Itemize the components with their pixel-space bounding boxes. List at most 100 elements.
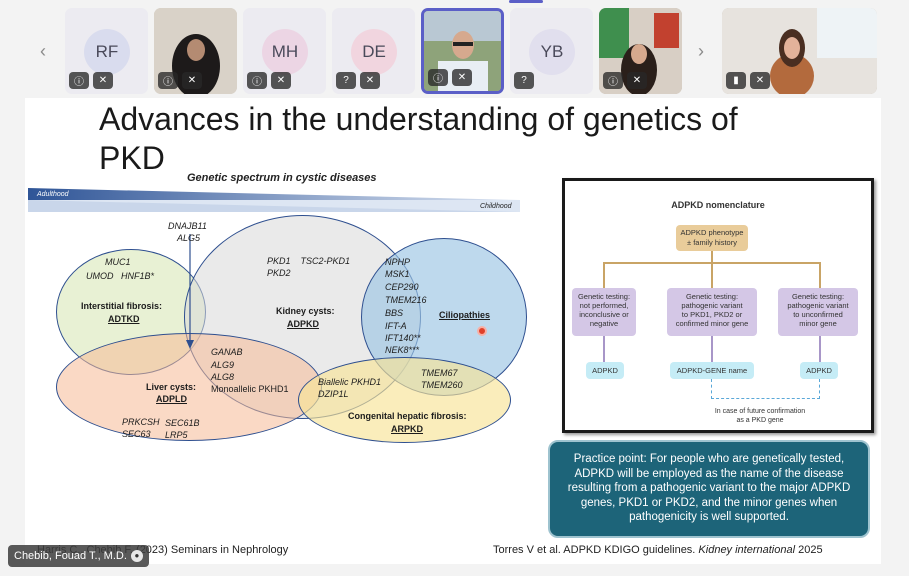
participant-info-icon[interactable]: ⓘ (247, 72, 267, 89)
participant-tile-speaker[interactable]: ⓘ✕ (421, 8, 504, 94)
mic-muted-icon: ✕ (271, 72, 291, 89)
speaker-name-tag: Chebib, Fouad T., M.D. ● (8, 545, 149, 567)
ganab-text: GANAB (211, 347, 243, 357)
avatar: DE (351, 29, 397, 75)
mic-muted-icon: ✕ (93, 72, 113, 89)
sec63-text: SEC63 (122, 429, 151, 439)
alg8-text: ALG8 (211, 372, 235, 382)
chevron-right-icon[interactable]: › (698, 40, 704, 61)
mic-muted-icon: ✕ (750, 72, 770, 89)
future-confirmation-text: In case of future confirmation as a PKD … (714, 408, 806, 424)
sec61b-text: SEC61B (165, 418, 200, 428)
mic-muted-icon: ✕ (452, 69, 472, 86)
diagram-title: Genetic spectrum in cystic diseases (187, 172, 377, 184)
mic-muted-icon: ✕ (627, 72, 647, 89)
shared-slide: Advances in the understanding of genetic… (25, 98, 881, 564)
participant-info-icon[interactable]: ⓘ (158, 72, 178, 89)
citation-year: 2025 (795, 544, 823, 556)
umod-hnf1b-text: UMOD HNF1B* (86, 271, 155, 281)
tmem260-text: TMEM260 (421, 380, 463, 390)
participant-info-icon[interactable]: ⓘ (428, 69, 448, 86)
participant-info-icon[interactable]: ⓘ (603, 72, 623, 89)
adtkd-label: ADTKD (108, 314, 140, 324)
monoallelic-text: Monoallelic PKHD1 (211, 384, 289, 394)
alg5-text: ALG5 (177, 233, 201, 243)
active-speaker-indicator (509, 0, 543, 3)
pkd1-tsc2-text: PKD1 TSC2-PKD1 (267, 256, 351, 266)
mic-muted-icon: ✕ (182, 72, 202, 89)
result-adpkd-gene: ADPKD-GENE name (670, 362, 754, 379)
flow-connector (711, 251, 713, 263)
flow-connector (819, 336, 821, 362)
flow-connector (819, 262, 821, 288)
ciliopathies-label: Ciliopathies (439, 310, 491, 320)
cilio-gene-ift140: IFT140** (385, 333, 421, 343)
childhood-label: Childhood (480, 203, 512, 210)
participant-tile-mh[interactable]: MH ⓘ✕ (243, 8, 326, 94)
dzip1l-text: DZIP1L (318, 389, 349, 399)
cilio-gene-bbs: BBS (385, 308, 404, 318)
participant-video (722, 8, 877, 94)
audio-level-icon: ▮ (726, 72, 746, 89)
future-confirmation-arrow (711, 379, 820, 399)
participant-info-icon[interactable]: ? (336, 72, 356, 89)
participant-strip: ‹ RF ⓘ✕ ⓘ✕ MH ⓘ✕ DE ?✕ (25, 6, 881, 96)
pin-icon[interactable]: ● (130, 550, 143, 562)
cilio-gene-nek8: NEK8*** (385, 345, 420, 355)
congenital-label: Congenital hepatic fibrosis: (348, 411, 467, 421)
citation-authors: Torres V et al. ADPKD KDIGO guidelines. (493, 544, 699, 556)
flow-connector (711, 262, 713, 288)
cilio-gene-msk1: MSK1 (385, 269, 410, 279)
lrp5-text: LRP5 (165, 430, 188, 440)
testing-box-negative: Genetic testing: not performed, inconclu… (572, 288, 636, 336)
avatar: RF (84, 29, 130, 75)
participant-tile-video-3[interactable]: ▮✕ (722, 8, 877, 94)
participant-info-icon[interactable]: ⓘ (69, 72, 89, 89)
testing-box-unconfirmed: Genetic testing: pathogenic variant to u… (778, 288, 858, 336)
arpkd-label: ARPKD (391, 424, 424, 434)
avatar: YB (529, 29, 575, 75)
tmem67-text: TMEM67 (421, 368, 458, 378)
result-adpkd-2: ADPKD (800, 362, 838, 379)
cilio-gene-npnp: NPHP (385, 257, 411, 267)
testing-box-pathogenic: Genetic testing: pathogenic variant to P… (667, 288, 757, 336)
alg9-text: ALG9 (211, 360, 235, 370)
participant-info-icon[interactable]: ? (514, 72, 534, 89)
citation-right: Torres V et al. ADPKD KDIGO guidelines. … (493, 544, 823, 556)
nomenclature-title: ADPKD nomenclature (671, 200, 765, 210)
participant-tile-de[interactable]: DE ?✕ (332, 8, 415, 94)
cilio-gene-cep290: CEP290 (385, 282, 419, 292)
slide-title: Advances in the understanding of genetic… (99, 101, 738, 176)
mic-muted-icon: ✕ (360, 72, 380, 89)
participant-tile-video-2[interactable]: ⓘ✕ (599, 8, 682, 94)
pkd2-text: PKD2 (267, 268, 291, 278)
phenotype-box: ADPKD phenotype ± family history (676, 225, 748, 251)
citation-journal: Kidney international (698, 544, 796, 556)
adpkd-nomenclature-figure: ADPKD nomenclature ADPKD phenotype ± fam… (562, 178, 874, 433)
cilio-gene-tmem216: TMEM216 (385, 295, 427, 305)
laser-pointer (477, 326, 487, 336)
interstitial-label: Interstitial fibrosis: (81, 301, 163, 311)
chevron-left-icon[interactable]: ‹ (40, 40, 46, 61)
participant-tile-yb[interactable]: YB ? (510, 8, 593, 94)
age-gradient-bar (28, 188, 520, 212)
dnajb11-arrow (186, 234, 194, 349)
liver-cysts-label: Liver cysts: (146, 382, 197, 392)
dnajb11-text: DNAJB11 (168, 221, 207, 231)
biallelic-text: Biallelic PKHD1 (318, 377, 382, 387)
participant-tile-rf[interactable]: RF ⓘ✕ (65, 8, 148, 94)
avatar: MH (262, 29, 308, 75)
flow-connector (711, 336, 713, 362)
participant-tile-video-1[interactable]: ⓘ✕ (154, 8, 237, 94)
adulthood-label: Adulthood (37, 191, 69, 198)
adpkd-label: ADPKD (287, 319, 320, 329)
adpld-label: ADPLD (156, 394, 187, 404)
arpkd-ellipse (298, 357, 511, 443)
muc1-text: MUC1 (105, 257, 131, 267)
speaker-name: Chebib, Fouad T., M.D. (14, 550, 127, 562)
cilio-gene-ift-a: IFT-A (385, 321, 407, 331)
practice-point-box: Practice point: For people who are genet… (548, 440, 870, 538)
prkcsh-text: PRKCSH (122, 417, 160, 427)
flow-connector (603, 336, 605, 362)
